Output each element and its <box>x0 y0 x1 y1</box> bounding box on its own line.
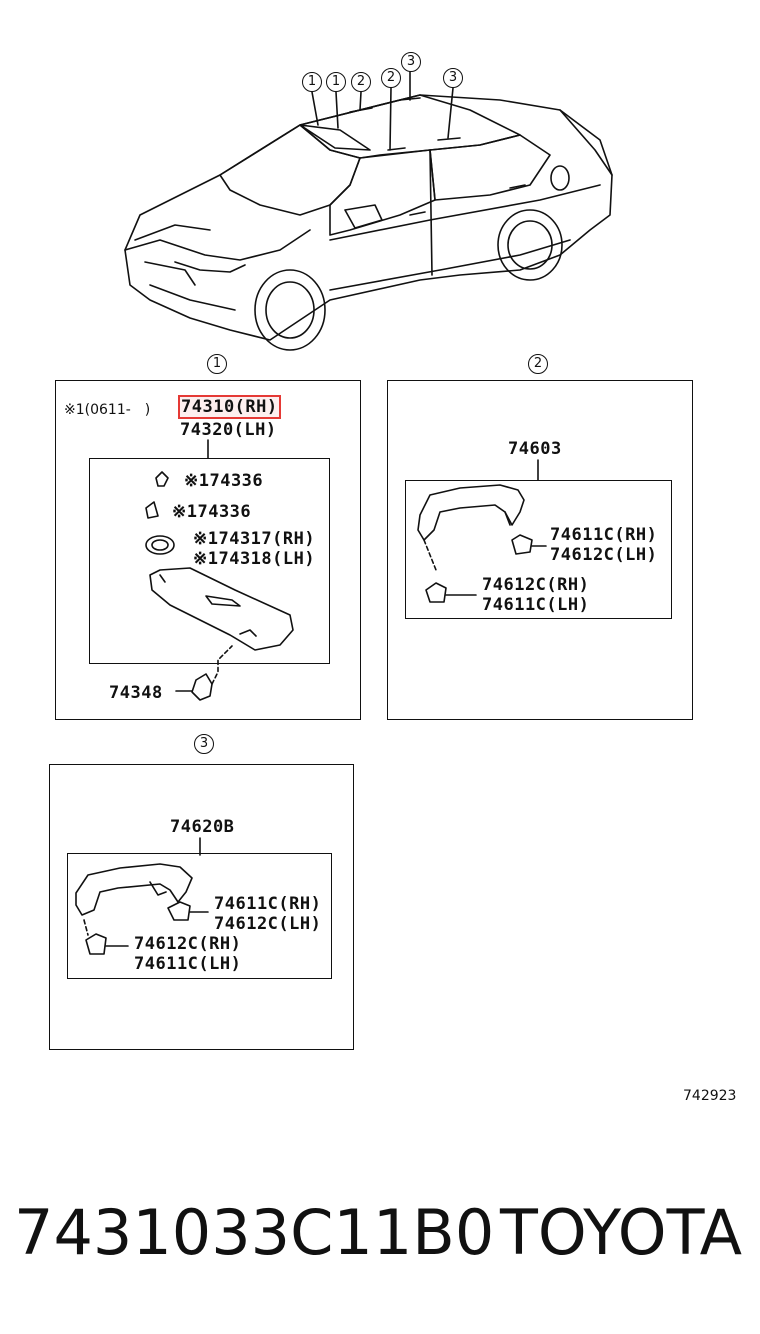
part-74612c-lh-b[interactable]: 74612C(LH) <box>214 914 322 934</box>
section1-subframe: ※174336 ※174336 ※174317(RH) ※174318(LH) <box>89 458 330 664</box>
callout-1a: 1 <box>302 72 322 92</box>
section3-callout: 3 <box>194 734 214 754</box>
part-74320-lh[interactable]: 74320(LH) <box>180 420 277 440</box>
section1-callout: 1 <box>207 354 227 374</box>
part-74611c-lh-b[interactable]: 74611C(LH) <box>134 954 242 974</box>
part-74612c-rh-b[interactable]: 74612C(RH) <box>134 934 242 954</box>
part-74310-rh[interactable]: 74310(RH) <box>178 395 281 419</box>
part-74612c-rh-a[interactable]: 74612C(RH) <box>482 575 590 595</box>
section3-artwork <box>75 837 209 955</box>
part-74620b[interactable]: 74620B <box>170 817 235 837</box>
part-74611c-rh-a[interactable]: 74611C(RH) <box>550 525 658 545</box>
footer-brand: TOYOTA <box>500 1196 743 1269</box>
part-74611c-rh-b[interactable]: 74611C(RH) <box>214 894 322 914</box>
callout-3a: 3 <box>401 52 421 72</box>
part-74318-lh[interactable]: ※174318(LH) <box>193 549 316 569</box>
part-74348[interactable]: 74348 <box>109 683 163 703</box>
part-74336-a[interactable]: ※174336 <box>184 471 264 491</box>
section3-frame: 74620B 74611C(RH) 74612C(LH) 74612C(RH) … <box>49 764 354 1050</box>
callout-3b: 3 <box>443 68 463 88</box>
footer-part-number: 7431033C11B0 <box>14 1196 495 1269</box>
section1-artwork <box>145 439 294 701</box>
section2-subframe: 74611C(RH) 74612C(LH) 74612C(RH) 74611C(… <box>405 480 672 619</box>
part-74336-b[interactable]: ※174336 <box>172 502 252 522</box>
callout-1b: 1 <box>326 72 346 92</box>
section1-note: ※1(0611- ) <box>64 402 151 418</box>
section1-frame: ※1(0611- ) 74310(RH) 74320(LH) ※174336 ※… <box>55 380 361 720</box>
car-illustration <box>124 71 613 351</box>
section2-callout: 2 <box>528 354 548 374</box>
part-74611c-lh-a[interactable]: 74611C(LH) <box>482 595 590 615</box>
part-74317-rh[interactable]: ※174317(RH) <box>193 529 316 549</box>
section3-subframe: 74611C(RH) 74612C(LH) 74612C(RH) 74611C(… <box>67 853 332 979</box>
callout-2a: 2 <box>351 72 371 92</box>
callout-2b: 2 <box>381 68 401 88</box>
part-74612c-lh-a[interactable]: 74612C(LH) <box>550 545 658 565</box>
section2-frame: 74603 74611C(RH) 74612C(LH) 74612C(RH) 7… <box>387 380 693 720</box>
part-74603[interactable]: 74603 <box>508 439 562 459</box>
section2-artwork <box>417 459 547 603</box>
diagram-id: 742923 <box>683 1088 737 1104</box>
